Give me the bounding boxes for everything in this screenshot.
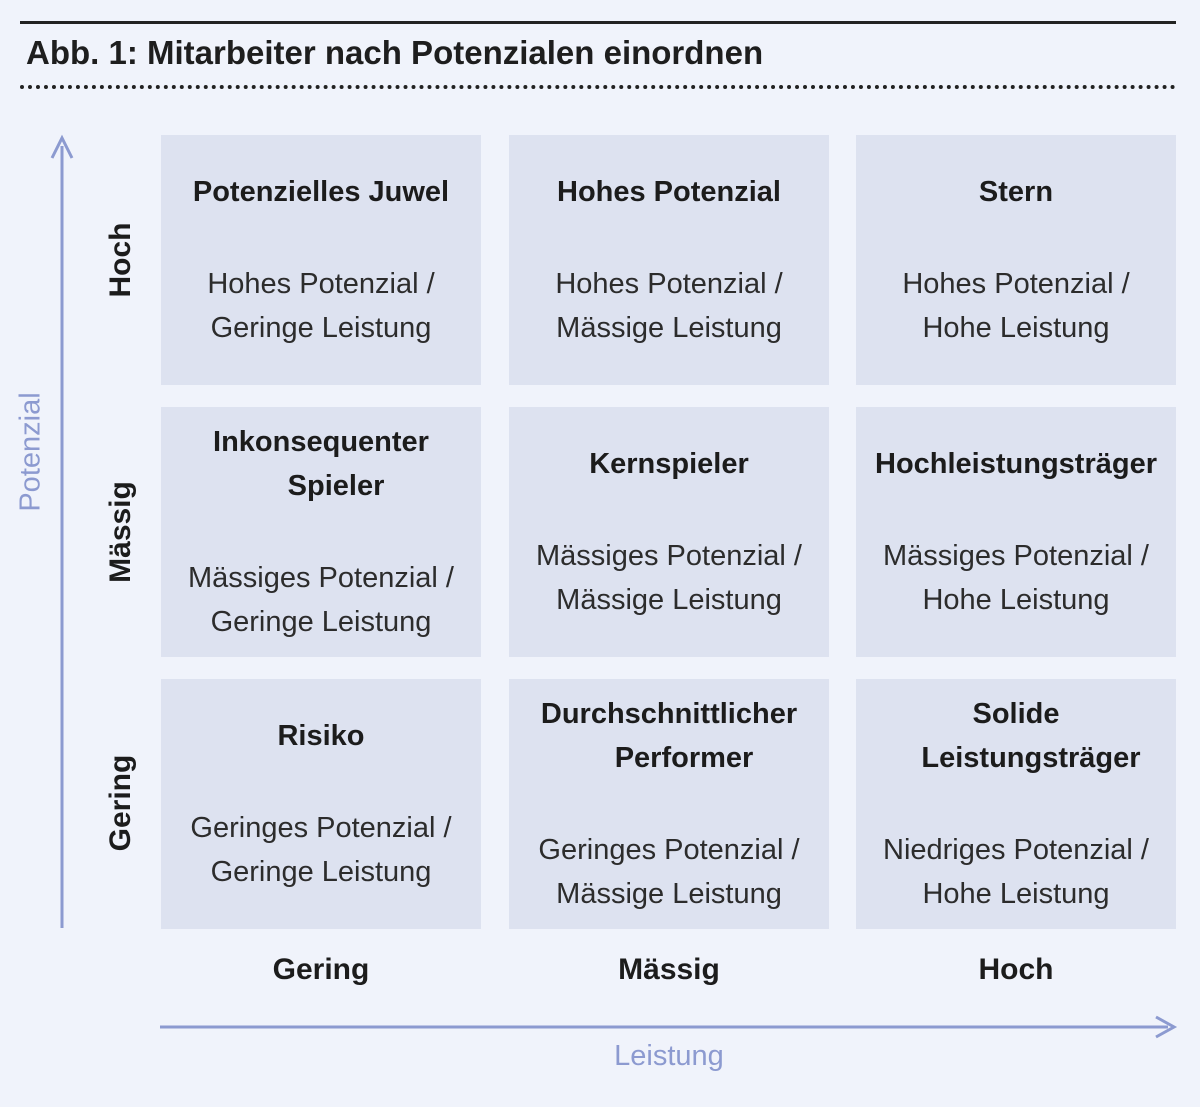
cell-heading: Solide Leistungsträger bbox=[856, 692, 1176, 780]
cell-description: Mässiges Potenzial / Mässige Leistung bbox=[509, 534, 829, 622]
y-axis-arrowhead bbox=[50, 134, 74, 159]
row-label-hoch: Hoch bbox=[104, 222, 137, 298]
cell-heading: Risiko bbox=[161, 714, 481, 758]
cell-heading: Potenzielles Juwel bbox=[161, 170, 481, 214]
col-label-gering: Gering bbox=[272, 953, 370, 986]
cell-heading-line: Spieler bbox=[287, 470, 385, 502]
top-rule bbox=[20, 21, 1176, 24]
cell-desc-line: Hohe Leistung bbox=[922, 584, 1110, 616]
cell-hochleistungstraeger: Hochleistungsträger Mässiges Potenzial /… bbox=[856, 407, 1176, 657]
cell-hohes-potenzial: Hohes Potenzial Hohes Potenzial / Mässig… bbox=[509, 135, 829, 385]
cell-desc-line: Hohes Potenzial / bbox=[207, 268, 435, 300]
cell-desc-line: Hohes Potenzial / bbox=[555, 268, 783, 300]
cell-description: Geringes Potenzial / Geringe Leistung bbox=[161, 806, 481, 894]
cell-stern: Stern Hohes Potenzial / Hohe Leistung bbox=[856, 135, 1176, 385]
cell-heading-line: Stern bbox=[978, 176, 1054, 208]
cell-heading: Hochleistungsträger bbox=[856, 442, 1176, 486]
cell-heading-line: Leistungsträger bbox=[921, 742, 1141, 774]
cell-desc-line: Hohe Leistung bbox=[922, 312, 1110, 344]
cell-description: Geringes Potenzial / Mässige Leistung bbox=[509, 828, 829, 916]
y-axis-title: Potenzial bbox=[14, 392, 47, 512]
dotted-divider bbox=[20, 85, 1176, 89]
cell-heading-line: Potenzielles Juwel bbox=[192, 176, 450, 208]
cell-solide-leistungstraeger: Solide Leistungsträger Niedriges Potenzi… bbox=[856, 679, 1176, 929]
cell-heading: Kernspieler bbox=[509, 442, 829, 486]
row-label-gering: Gering bbox=[104, 754, 137, 852]
cell-desc-line: Geringes Potenzial / bbox=[538, 834, 800, 866]
cell-desc-line: Hohes Potenzial / bbox=[902, 268, 1130, 300]
cell-desc-line: Mässiges Potenzial / bbox=[188, 562, 454, 594]
cell-description: Hohes Potenzial / Mässige Leistung bbox=[509, 262, 829, 350]
cell-description: Hohes Potenzial / Geringe Leistung bbox=[161, 262, 481, 350]
figure-title: Abb. 1: Mitarbeiter nach Potenzialen ein… bbox=[26, 34, 764, 71]
cell-desc-line: Niedriges Potenzial / bbox=[883, 834, 1149, 866]
cell-desc-line: Geringe Leistung bbox=[210, 312, 432, 344]
cell-heading-line: Risiko bbox=[277, 720, 365, 752]
cell-description: Niedriges Potenzial / Hohe Leistung bbox=[856, 828, 1176, 916]
row-label-massig: Mässig bbox=[104, 481, 137, 583]
cell-desc-line: Mässiges Potenzial / bbox=[883, 540, 1149, 572]
cell-desc-line: Mässige Leistung bbox=[556, 584, 782, 616]
cell-heading-line: Kernspieler bbox=[589, 448, 749, 480]
cell-heading: Durchschnittlicher Performer bbox=[509, 692, 829, 780]
cell-desc-line: Mässiges Potenzial / bbox=[536, 540, 802, 572]
cell-heading: Inkonsequenter Spieler bbox=[161, 420, 481, 508]
cell-inkonsequenter-spieler: Inkonsequenter Spieler Mässiges Potenzia… bbox=[161, 407, 481, 657]
cell-desc-line: Geringe Leistung bbox=[210, 856, 432, 888]
cell-desc-line: Mässige Leistung bbox=[556, 878, 782, 910]
cell-potenzielles-juwel: Potenzielles Juwel Hohes Potenzial / Ger… bbox=[161, 135, 481, 385]
cell-heading: Stern bbox=[856, 170, 1176, 214]
col-label-massig: Mässig bbox=[618, 953, 720, 986]
cell-desc-line: Mässige Leistung bbox=[556, 312, 782, 344]
cell-desc-line: Geringes Potenzial / bbox=[190, 812, 452, 844]
col-label-hoch: Hoch bbox=[978, 953, 1054, 986]
cell-heading-line: Durchschnittlicher bbox=[540, 698, 798, 730]
cell-risiko: Risiko Geringes Potenzial / Geringe Leis… bbox=[161, 679, 481, 929]
cell-heading-line: Hochleistungsträger bbox=[875, 448, 1157, 480]
cell-durchschnittlicher-performer: Durchschnittlicher Performer Geringes Po… bbox=[509, 679, 829, 929]
x-axis-arrowhead bbox=[1155, 1015, 1178, 1039]
cell-description: Mässiges Potenzial / Hohe Leistung bbox=[856, 534, 1176, 622]
cell-heading-line: Hohes Potenzial bbox=[557, 176, 781, 208]
cell-heading: Hohes Potenzial bbox=[509, 170, 829, 214]
cell-description: Hohes Potenzial / Hohe Leistung bbox=[856, 262, 1176, 350]
cell-desc-line: Geringe Leistung bbox=[210, 606, 432, 638]
cell-heading-line: Inkonsequenter bbox=[213, 426, 429, 458]
cell-description: Mässiges Potenzial / Geringe Leistung bbox=[161, 556, 481, 644]
x-axis-title: Leistung bbox=[614, 1040, 724, 1072]
cell-kernspieler: Kernspieler Mässiges Potenzial / Mässige… bbox=[509, 407, 829, 657]
cell-heading-line: Solide bbox=[972, 698, 1060, 730]
cell-desc-line: Hohe Leistung bbox=[922, 878, 1110, 910]
cell-heading-line: Performer bbox=[614, 742, 754, 774]
